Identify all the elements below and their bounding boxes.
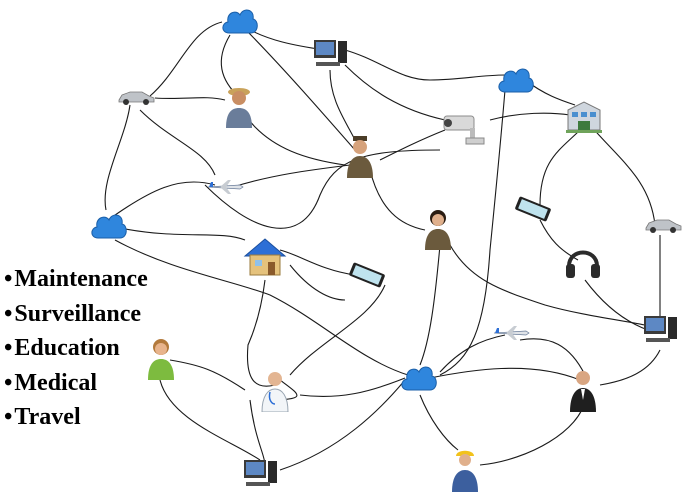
worker-icon: [448, 446, 482, 496]
list-item: Maintenance: [4, 262, 147, 297]
list-item: Travel: [4, 400, 148, 435]
security-guard-icon: [343, 134, 377, 183]
airplane-icon: [206, 178, 244, 201]
computer-icon: [642, 314, 682, 351]
building-icon: [564, 96, 604, 139]
businessman-icon: [566, 368, 600, 417]
phone-icon: [512, 196, 554, 227]
house-icon: [242, 236, 288, 283]
application-list: Maintenance Surveillance Education Medic…: [4, 262, 148, 435]
phone-icon: [346, 262, 388, 293]
doctor-icon: [258, 368, 292, 417]
computer-icon: [242, 458, 282, 495]
cloud-icon: [219, 3, 259, 44]
cloud-icon: [495, 62, 535, 103]
cloud-icon: [88, 208, 128, 249]
computer-icon: [312, 38, 352, 75]
female-guard-icon: [421, 206, 455, 255]
list-item: Education: [4, 331, 148, 366]
farmer-icon: [222, 84, 256, 133]
list-item: Surveillance: [4, 297, 148, 332]
car-icon: [643, 216, 683, 239]
teacher-icon: [145, 336, 177, 385]
security-camera-icon: [440, 112, 490, 153]
list-item: Medical: [4, 366, 148, 401]
airplane-icon: [492, 324, 530, 347]
headphones-icon: [563, 240, 603, 287]
car-icon: [116, 88, 156, 111]
cloud-icon: [398, 360, 438, 401]
